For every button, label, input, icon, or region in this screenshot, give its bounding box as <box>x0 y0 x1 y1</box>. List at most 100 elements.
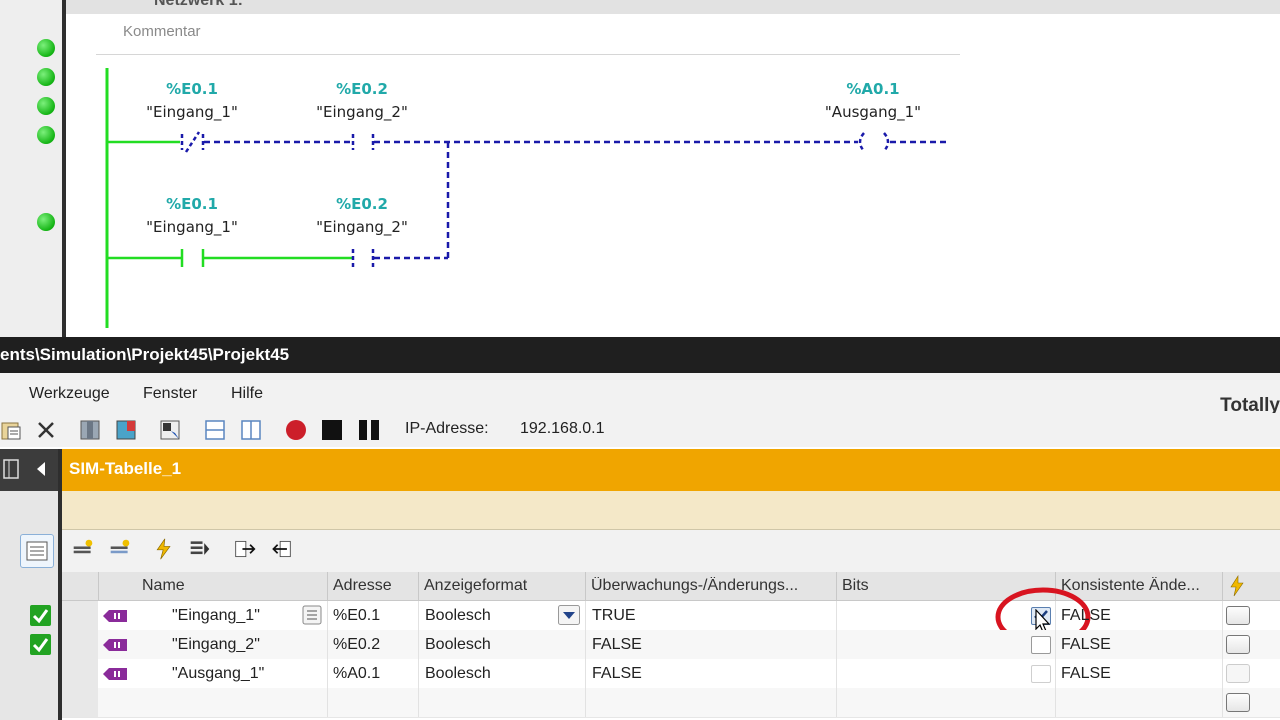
contact-tag-name: "Eingang_2" <box>316 103 408 122</box>
tag-address: %E0.1 <box>333 607 381 624</box>
sim-table-title: SIM-Tabelle_1 <box>69 459 182 478</box>
contact-tag-name: "Eingang_2" <box>316 218 408 237</box>
modify-now-icon[interactable] <box>153 538 175 560</box>
column-header-address[interactable]: Adresse <box>333 577 392 594</box>
status-ok-icon <box>37 39 55 57</box>
tag-icon <box>103 639 127 651</box>
table-row[interactable]: "Eingang_1" %E0.1 Boolesch TRUE FALSE <box>62 587 1280 647</box>
column-header-bits[interactable]: Bits <box>842 577 869 594</box>
rung-1: %E0.1 "Eingang_1" %E0.2 "Eingang_2" %A0.… <box>107 80 950 153</box>
modify-header-icon <box>1230 575 1244 597</box>
consistent-value[interactable]: FALSE <box>1061 636 1111 653</box>
list-icon <box>26 541 48 561</box>
menu-fenster[interactable]: Fenster <box>143 385 198 402</box>
network-comment-field[interactable]: Kommentar <box>96 20 960 55</box>
tag-name[interactable]: "Ausgang_1" <box>172 665 265 682</box>
row-header[interactable] <box>62 601 98 630</box>
display-format[interactable]: Boolesch <box>425 636 491 653</box>
consistent-value[interactable]: FALSE <box>1061 665 1111 682</box>
collapse-left-icon[interactable] <box>34 461 48 477</box>
column-header-monitor[interactable]: Überwachungs-/Änderungs... <box>591 577 799 594</box>
display-format[interactable]: Boolesch <box>425 607 491 624</box>
import-icon[interactable] <box>270 538 292 560</box>
row-enabled-checkbox[interactable] <box>30 634 51 655</box>
monitor-value[interactable]: FALSE <box>592 665 642 682</box>
sim-table-tab-bar[interactable]: SIM-Tabelle_1 <box>62 449 1280 491</box>
bit-checkbox <box>1031 665 1051 683</box>
menu-hilfe[interactable]: Hilfe <box>231 385 264 402</box>
table-toolbar <box>62 530 1280 572</box>
split-horizontal-icon[interactable] <box>204 419 226 441</box>
checkmark-icon <box>32 638 49 653</box>
ladder-editor: Netzwerk 1: Kommentar <box>0 0 1280 337</box>
insert-row-icon[interactable] <box>109 538 131 560</box>
network-title: Netzwerk 1: <box>154 0 243 9</box>
status-ok-icon <box>37 97 55 115</box>
contact-no-e0-2[interactable] <box>351 134 375 150</box>
row-header[interactable] <box>62 630 98 659</box>
tag-icon <box>103 668 127 680</box>
contact-nc-e0-1[interactable] <box>180 131 205 153</box>
modify-checkbox[interactable] <box>1226 606 1250 625</box>
status-ok-icon <box>37 213 55 231</box>
row-header[interactable] <box>62 688 98 717</box>
contact-address: %E0.1 <box>166 195 218 213</box>
monitor-value[interactable]: FALSE <box>592 636 642 653</box>
monitor-value[interactable]: TRUE <box>592 607 636 624</box>
contact-no-e0-1[interactable] <box>180 249 205 267</box>
row-enabled-checkbox[interactable] <box>30 605 51 626</box>
tag-name[interactable]: "Eingang_1" <box>172 607 260 624</box>
column-header-format[interactable]: Anzeigeformat <box>424 577 528 594</box>
rung-2: %E0.1 "Eingang_1" %E0.2 "Eingang_2" <box>107 142 450 267</box>
tag-browse-icon[interactable] <box>302 605 322 625</box>
checkmark-icon <box>32 609 49 624</box>
tag-name[interactable]: "Eingang_2" <box>172 636 260 653</box>
contact-address: %E0.2 <box>336 80 388 98</box>
consistent-value[interactable]: FALSE <box>1061 607 1111 624</box>
record-icon[interactable] <box>285 419 307 441</box>
contact-tag-name: "Eingang_1" <box>146 103 238 122</box>
divider <box>58 449 62 720</box>
ip-address-value: 192.168.0.1 <box>520 420 605 437</box>
add-row-icon[interactable] <box>72 538 94 560</box>
split-vertical-icon[interactable] <box>240 419 262 441</box>
contact-no-e0-2[interactable] <box>351 249 375 267</box>
coil-a0-1[interactable] <box>858 132 890 152</box>
side-tab-strip <box>0 449 62 491</box>
modify-checkbox[interactable] <box>1226 635 1250 654</box>
display-format[interactable]: Boolesch <box>425 665 491 682</box>
column-header-consistent[interactable]: Konsistente Ände... <box>1061 577 1200 594</box>
bit-checkbox[interactable] <box>1031 636 1051 654</box>
empty-table-row[interactable] <box>62 688 1280 718</box>
window-title: ents\Simulation\Projekt45\Projekt45 <box>0 345 290 364</box>
brand-label: Totally <box>1220 395 1280 416</box>
status-ok-icon <box>37 126 55 144</box>
tag-icon <box>103 610 127 622</box>
divider <box>62 0 66 337</box>
paste-icon[interactable] <box>0 419 22 441</box>
modify-checkbox[interactable] <box>1226 693 1250 712</box>
pause-icon[interactable] <box>358 419 380 441</box>
toolbar: IP-Adresse: 192.168.0.1 <box>0 413 1280 447</box>
table-header: Name Adresse Anzeigeformat Überwachungs-… <box>62 572 1280 601</box>
modify-trigger-icon[interactable] <box>189 538 211 560</box>
menu-werkzeuge[interactable]: Werkzeuge <box>29 385 110 402</box>
list-view-button[interactable] <box>20 534 54 568</box>
delete-icon[interactable] <box>35 419 57 441</box>
export-icon[interactable] <box>234 538 256 560</box>
column-header-name[interactable]: Name <box>142 577 185 594</box>
row-header[interactable] <box>62 659 98 688</box>
tag-select-icon[interactable] <box>159 419 181 441</box>
table-row[interactable]: "Ausgang_1" %A0.1 Boolesch FALSE FALSE <box>62 659 1280 689</box>
cpu-view-icon[interactable] <box>115 419 137 441</box>
stop-icon[interactable] <box>321 419 343 441</box>
dropdown-icon[interactable] <box>558 605 580 625</box>
panel-toggle-icon[interactable] <box>3 459 19 479</box>
table-row[interactable]: "Eingang_2" %E0.2 Boolesch FALSE FALSE <box>62 630 1280 660</box>
comment-placeholder: Kommentar <box>123 23 201 40</box>
network-header[interactable]: Netzwerk 1: <box>66 0 1280 14</box>
ladder-diagram: %E0.1 "Eingang_1" %E0.2 "Eingang_2" %A0.… <box>105 68 950 328</box>
module-view-icon[interactable] <box>79 419 101 441</box>
coil-address: %A0.1 <box>846 80 899 98</box>
window-title-bar[interactable]: ents\Simulation\Projekt45\Projekt45 <box>0 337 1280 373</box>
